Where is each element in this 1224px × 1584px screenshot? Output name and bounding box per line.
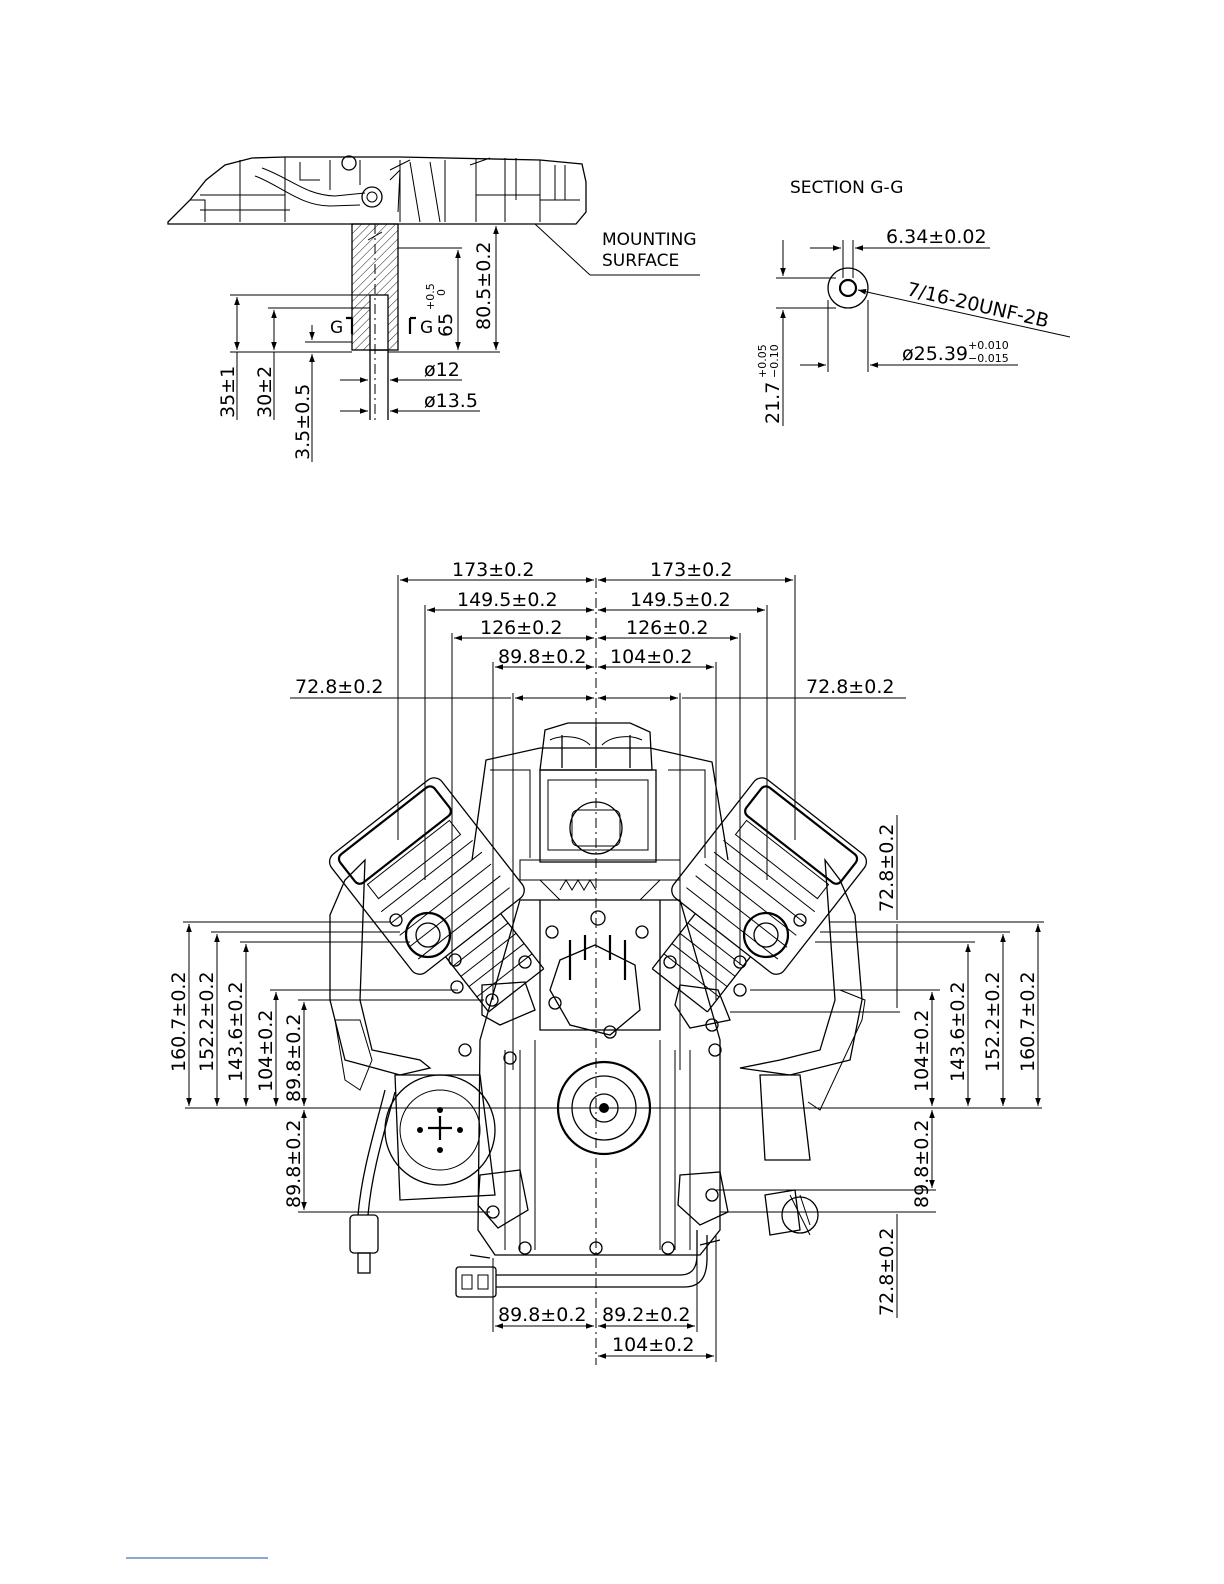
section-title: SECTION G-G — [790, 178, 903, 198]
svg-text:89.8±0.2: 89.8±0.2 — [498, 1304, 586, 1326]
svg-text:104±0.2: 104±0.2 — [610, 646, 692, 668]
svg-text:173±0.2: 173±0.2 — [452, 559, 534, 581]
svg-text:SURFACE: SURFACE — [602, 251, 679, 271]
svg-text:126±0.2: 126±0.2 — [626, 617, 708, 639]
thread-callout: 7/16-20UNF-2B — [857, 278, 1071, 338]
engine-main-view: 173±0.2 173±0.2 149.5±0.2 149.5±0.2 126±… — [168, 559, 1044, 1365]
section-inner-hole — [838, 278, 858, 298]
svg-text:89.8±0.2: 89.8±0.2 — [283, 1014, 305, 1102]
svg-text:+0.5: +0.5 — [424, 283, 437, 310]
dim-65: 65 +0.5 0 — [398, 247, 462, 350]
svg-text:+0.010: +0.010 — [968, 339, 1009, 352]
svg-text:−0.015: −0.015 — [968, 352, 1009, 365]
svg-text:89.8±0.2: 89.8±0.2 — [911, 1120, 933, 1208]
svg-text:143.6±0.2: 143.6±0.2 — [947, 981, 969, 1082]
svg-text:ø25.39: ø25.39 — [902, 343, 968, 365]
shaft-section — [351, 223, 399, 420]
top-dimensions: 173±0.2 173±0.2 149.5±0.2 149.5±0.2 126±… — [290, 559, 906, 1070]
engine-body — [328, 722, 868, 1298]
svg-text:143.6±0.2: 143.6±0.2 — [225, 981, 247, 1082]
dim-30: 30±2 — [254, 307, 370, 420]
dim-3-5: 3.5±0.5 — [292, 325, 352, 462]
dim-21-7: 21.7 +0.05 −0.10 — [756, 240, 836, 426]
svg-text:3.5±0.5: 3.5±0.5 — [292, 384, 314, 460]
svg-text:149.5±0.2: 149.5±0.2 — [457, 589, 558, 611]
dia-13-5: ø13.5 — [340, 390, 480, 414]
svg-text:89.8±0.2: 89.8±0.2 — [498, 646, 586, 668]
svg-text:104±0.2: 104±0.2 — [911, 1010, 933, 1092]
svg-text:+0.05: +0.05 — [756, 344, 769, 378]
left-cylinder — [328, 777, 545, 1013]
svg-text:152.2±0.2: 152.2±0.2 — [982, 971, 1004, 1072]
dim-6-34: 6.34±0.02 — [810, 226, 990, 278]
right-dimensions: 72.8±0.2 104±0.2 143.6±0.2 152.2±0.2 160… — [716, 815, 1044, 1318]
svg-text:89.2±0.2: 89.2±0.2 — [602, 1304, 690, 1326]
svg-text:65: 65 — [435, 313, 457, 337]
shaft-detail-view: G G MOUNTING SURFACE 80.5±0.2 65 +0.5 0 — [167, 155, 700, 462]
section-g-g-view: SECTION G-G 6.34±0.02 7/16-20UNF-2B ø25.… — [756, 178, 1071, 426]
mounting-surface-label: MOUNTING SURFACE — [534, 223, 700, 276]
svg-text:72.8±0.2: 72.8±0.2 — [806, 676, 894, 698]
svg-text:ø13.5: ø13.5 — [424, 390, 478, 412]
svg-text:152.2±0.2: 152.2±0.2 — [196, 971, 218, 1072]
svg-text:72.8±0.2: 72.8±0.2 — [876, 824, 898, 912]
svg-text:126±0.2: 126±0.2 — [480, 617, 562, 639]
section-outer-circle — [827, 267, 869, 309]
svg-text:0: 0 — [435, 289, 448, 296]
svg-text:6.34±0.02: 6.34±0.02 — [886, 226, 987, 248]
dim-35: 35±1 — [217, 294, 370, 420]
housing-outline — [167, 155, 587, 225]
dia-12: ø12 — [340, 359, 462, 383]
svg-text:ø12: ø12 — [424, 359, 460, 381]
svg-text:104±0.2: 104±0.2 — [255, 1010, 277, 1092]
section-mark-right: G — [408, 316, 433, 338]
svg-text:21.7: 21.7 — [762, 382, 784, 424]
right-cylinder — [651, 777, 868, 1013]
svg-text:MOUNTING: MOUNTING — [602, 230, 697, 250]
svg-text:149.5±0.2: 149.5±0.2 — [630, 589, 731, 611]
svg-text:160.7±0.2: 160.7±0.2 — [168, 971, 190, 1072]
dim-80-5: 80.5±0.2 — [388, 223, 500, 353]
svg-text:173±0.2: 173±0.2 — [650, 559, 732, 581]
svg-text:G: G — [420, 318, 433, 338]
bottom-dimensions: 89.8±0.2 89.2±0.2 104±0.2 — [492, 1235, 717, 1362]
left-dimensions: 160.7±0.2 152.2±0.2 143.6±0.2 104±0.2 89… — [168, 921, 490, 1213]
svg-text:G: G — [330, 318, 343, 338]
dia-25-39: ø25.39 +0.010 −0.015 — [800, 300, 1018, 372]
svg-text:−0.10: −0.10 — [768, 344, 781, 378]
svg-text:104±0.2: 104±0.2 — [612, 1334, 694, 1356]
svg-text:30±2: 30±2 — [254, 366, 276, 418]
bolt-holes — [450, 910, 747, 1255]
svg-text:35±1: 35±1 — [217, 366, 239, 418]
svg-text:80.5±0.2: 80.5±0.2 — [473, 242, 495, 330]
svg-text:72.8±0.2: 72.8±0.2 — [876, 1228, 898, 1316]
svg-text:160.7±0.2: 160.7±0.2 — [1017, 971, 1039, 1072]
svg-text:72.8±0.2: 72.8±0.2 — [295, 676, 383, 698]
section-mark-left: G — [330, 316, 354, 338]
svg-text:89.8±0.2: 89.8±0.2 — [283, 1120, 305, 1208]
